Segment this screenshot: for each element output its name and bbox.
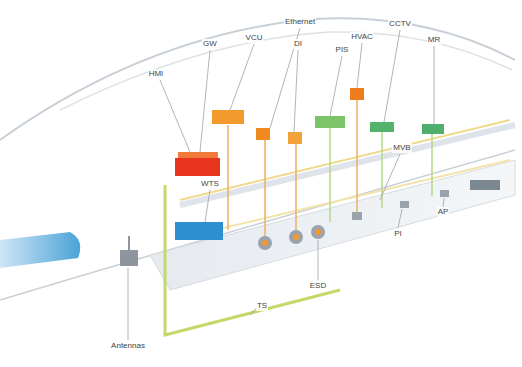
callout-label: AP — [437, 207, 450, 217]
antenna-mast — [128, 236, 130, 250]
callout-label: HMI — [148, 69, 165, 79]
mvb-bus — [190, 160, 510, 236]
antenna-unit — [120, 250, 138, 266]
callout-label: MVB — [392, 143, 411, 153]
drop-wires — [228, 100, 357, 238]
floor-devices — [258, 180, 500, 250]
di-unit — [256, 128, 270, 140]
car-wall — [180, 125, 515, 205]
callout-label: VCU — [245, 33, 264, 43]
callout-label: GW — [202, 39, 218, 49]
callout-label: PI — [393, 229, 403, 239]
car-floor — [150, 160, 515, 290]
floor-device-lights — [262, 229, 321, 246]
callout-label: PIS — [335, 45, 350, 55]
hmi-unit — [175, 158, 220, 176]
pis-unit — [315, 116, 345, 128]
vcu-unit — [212, 110, 244, 124]
callout-label: MR — [427, 35, 441, 45]
wts-unit — [175, 222, 223, 240]
hmi-top — [178, 152, 218, 158]
ethernet-bus — [180, 120, 510, 200]
callout-label: Ethernet — [284, 17, 316, 27]
roof-inner-curve — [60, 32, 512, 110]
drop-wires-green — [330, 128, 432, 222]
cctv-unit — [370, 122, 394, 132]
callout-label: HVAC — [350, 32, 374, 42]
callout-label: CCTV — [388, 19, 412, 29]
callout-label: ESD — [309, 281, 327, 291]
leader-lines — [128, 28, 444, 340]
roof-curve — [0, 18, 515, 140]
callout-label: WTS — [200, 179, 220, 189]
callout-label: TS — [256, 301, 268, 311]
floor-curve — [0, 150, 515, 300]
adjacent-car — [0, 232, 80, 268]
callout-label: DI — [293, 39, 303, 49]
io-unit — [288, 132, 302, 144]
callout-label: Antennas — [110, 341, 146, 351]
hvac-unit — [350, 88, 364, 100]
mr-unit — [422, 124, 444, 134]
